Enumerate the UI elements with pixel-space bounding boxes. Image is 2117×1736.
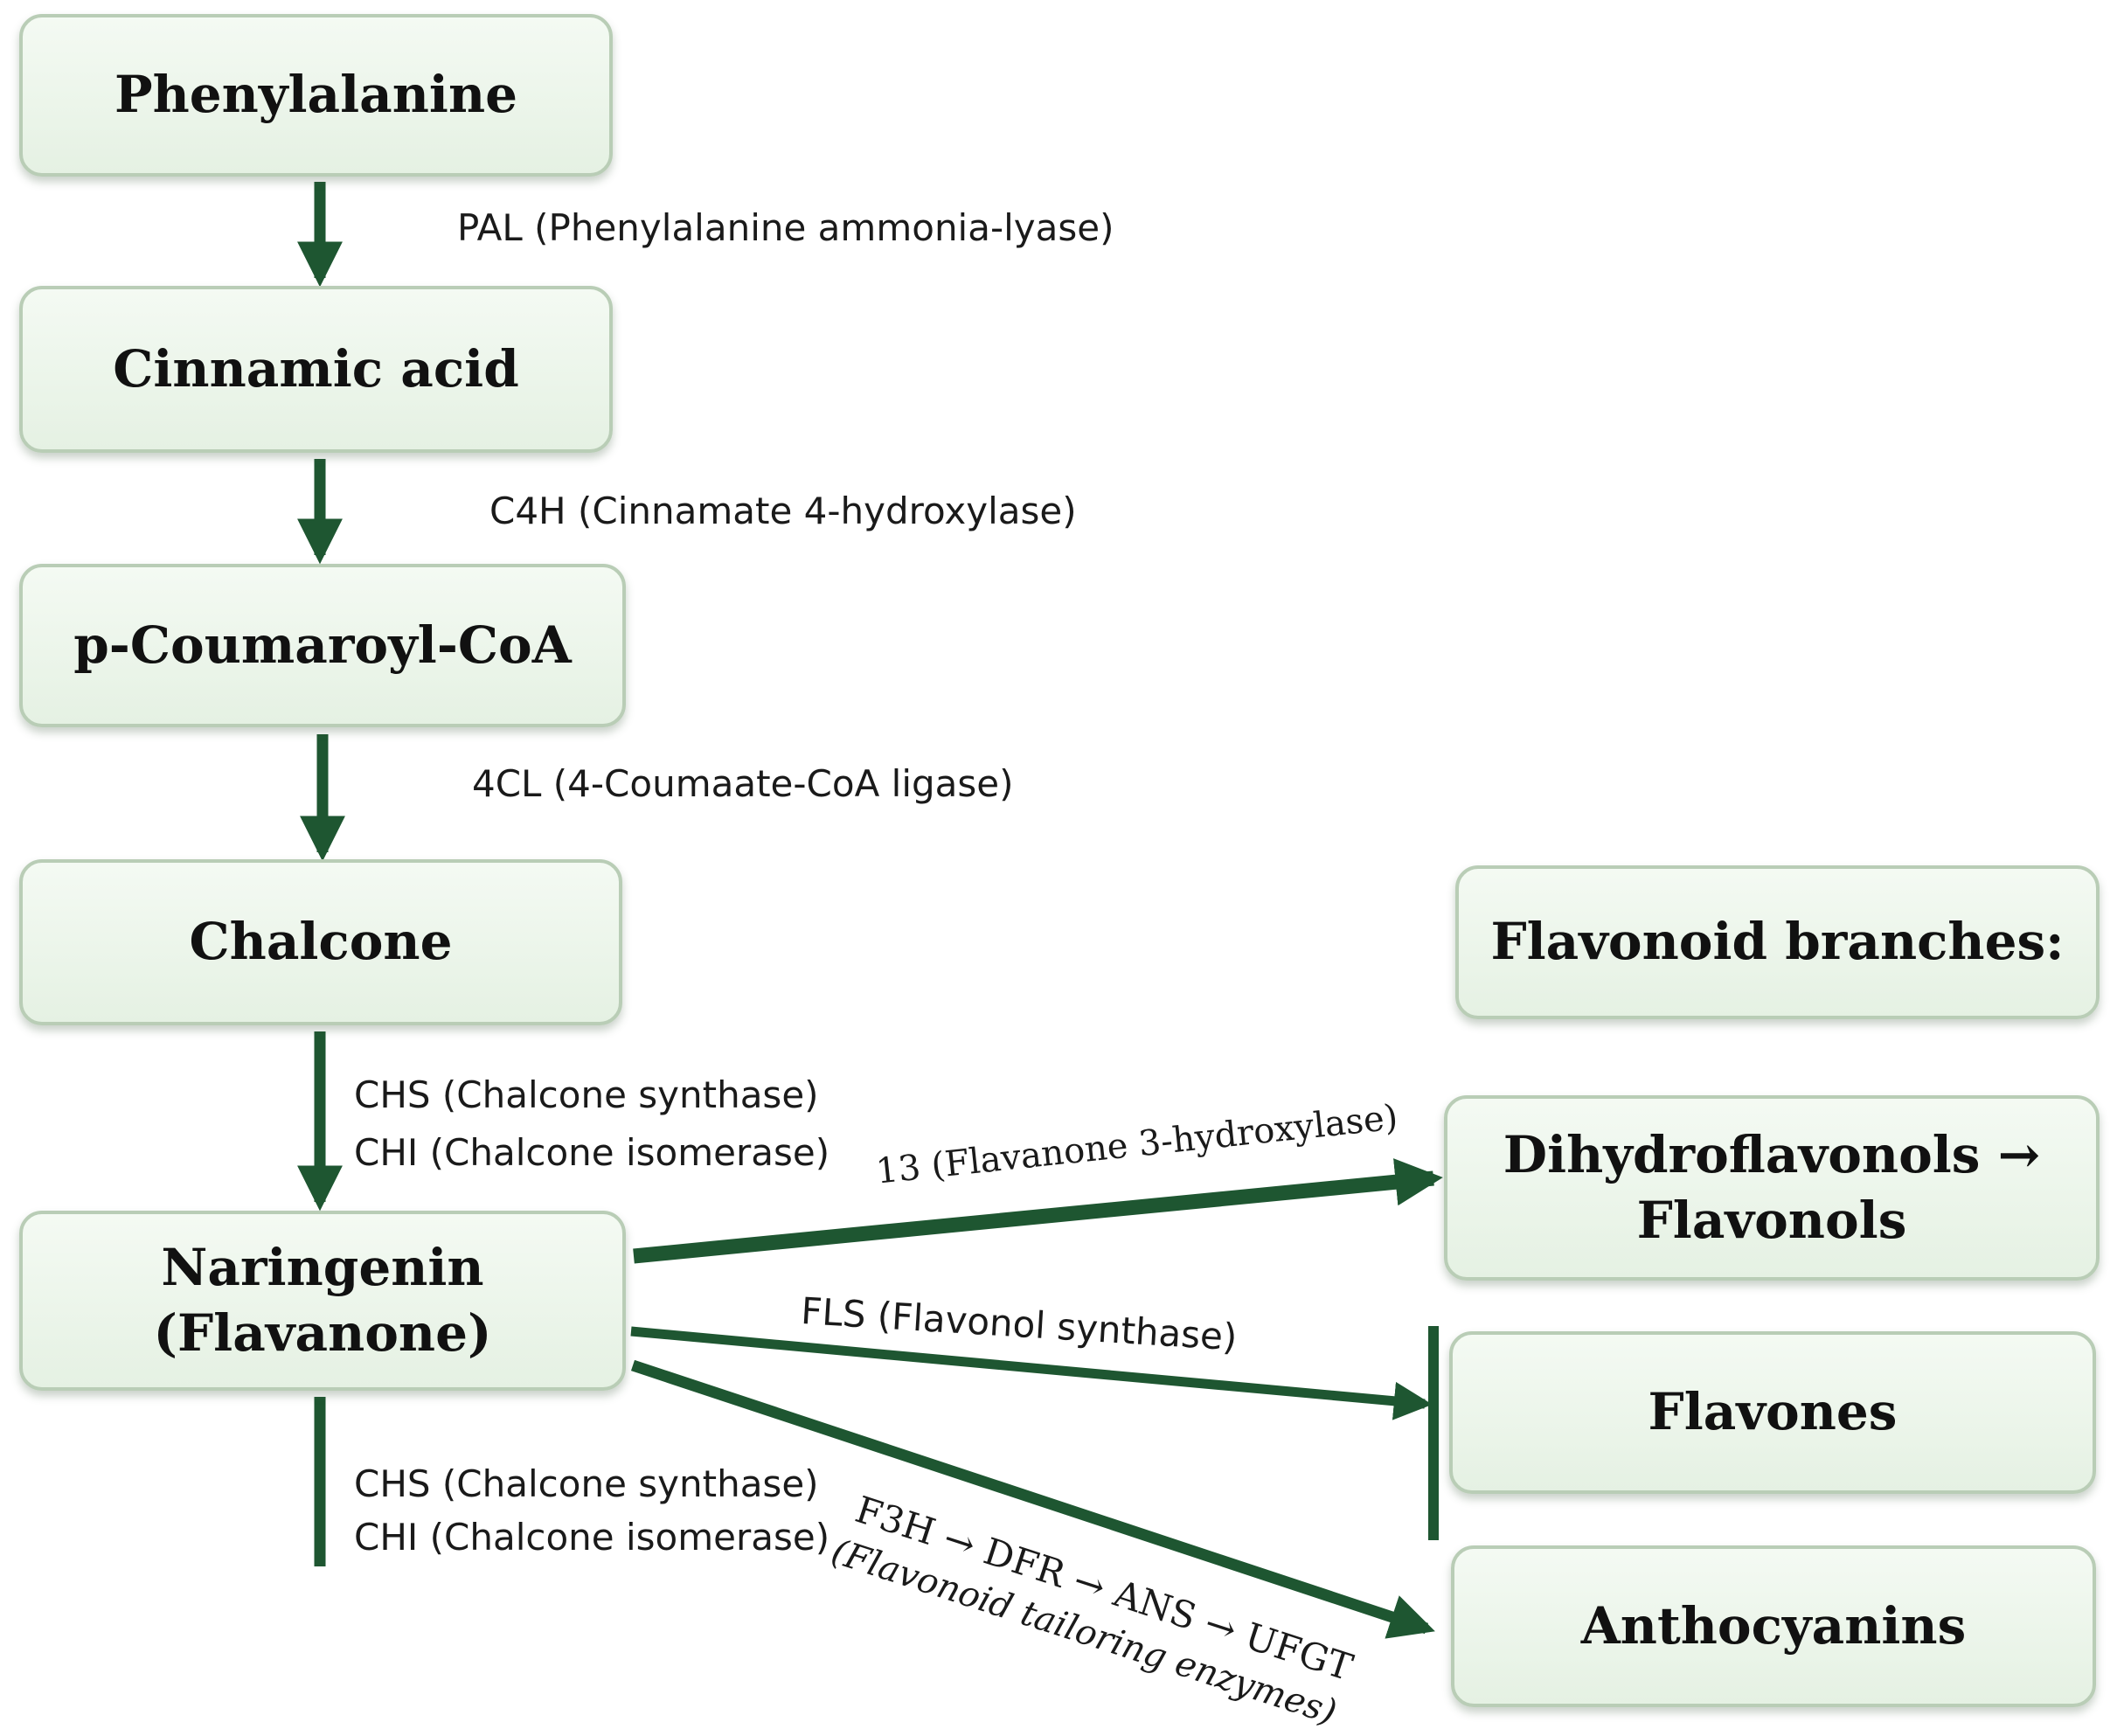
- node-p-coumaroyl-coa-label: p-Coumaroyl-CoA: [73, 615, 572, 675]
- node-cinnamic-acid: Cinnamic acid: [19, 286, 613, 453]
- node-phenylalanine-label: Phenylalanine: [114, 65, 518, 125]
- enzyme-chi-lower-label: CHI (Chalcone isomerase): [354, 1516, 830, 1559]
- enzyme-chs-lower-label: CHS (Chalcone synthase): [354, 1462, 819, 1505]
- enzyme-c4h-label: C4H (Cinnamate 4-hydroxylase): [489, 490, 1077, 532]
- arrow-naringenin-to-anthocyanins: [630, 1359, 1435, 1639]
- enzyme-chs-label: CHS (Chalcone synthase): [354, 1073, 819, 1116]
- node-flavonoid-branches: Flavonoid branches:: [1455, 865, 2100, 1019]
- node-phenylalanine: Phenylalanine: [19, 14, 613, 177]
- enzyme-pal-label: PAL (Phenylalanine ammonia-lyase): [457, 206, 1114, 249]
- arrow-naringenin-to-flavones: [630, 1326, 1433, 1420]
- node-flavones: Flavones: [1449, 1331, 2096, 1494]
- node-p-coumaroyl-coa: p-Coumaroyl-CoA: [19, 564, 626, 727]
- node-flavonols-label: Flavonols: [1636, 1191, 1907, 1250]
- enzyme-4cl-label: 4CL (4-Coumaate-CoA ligase): [472, 762, 1014, 805]
- node-dihydroflavonols-label: Dihydroflavonols →: [1503, 1124, 2041, 1184]
- node-naringenin-sublabel: (Flavanone): [153, 1303, 492, 1363]
- node-flavones-label: Flavones: [1648, 1382, 1898, 1442]
- node-naringenin-label: Naringenin: [161, 1237, 484, 1297]
- node-dihydroflavonols: Dihydroflavonols → Flavonols: [1444, 1095, 2100, 1281]
- node-anthocyanins: Anthocyanins: [1451, 1545, 2096, 1707]
- enzyme-chi-label: CHI (Chalcone isomerase): [354, 1131, 830, 1174]
- arrow-naringenin-to-dihydroflavonols: [633, 1158, 1443, 1264]
- node-flavonoid-branches-label: Flavonoid branches:: [1490, 912, 2065, 972]
- node-cinnamic-acid-label: Cinnamic acid: [113, 338, 519, 399]
- node-naringenin: Naringenin (Flavanone): [19, 1211, 626, 1391]
- node-chalcone-label: Chalcone: [189, 912, 453, 972]
- node-anthocyanins-label: Anthocyanins: [1580, 1595, 1967, 1656]
- node-chalcone: Chalcone: [19, 859, 622, 1025]
